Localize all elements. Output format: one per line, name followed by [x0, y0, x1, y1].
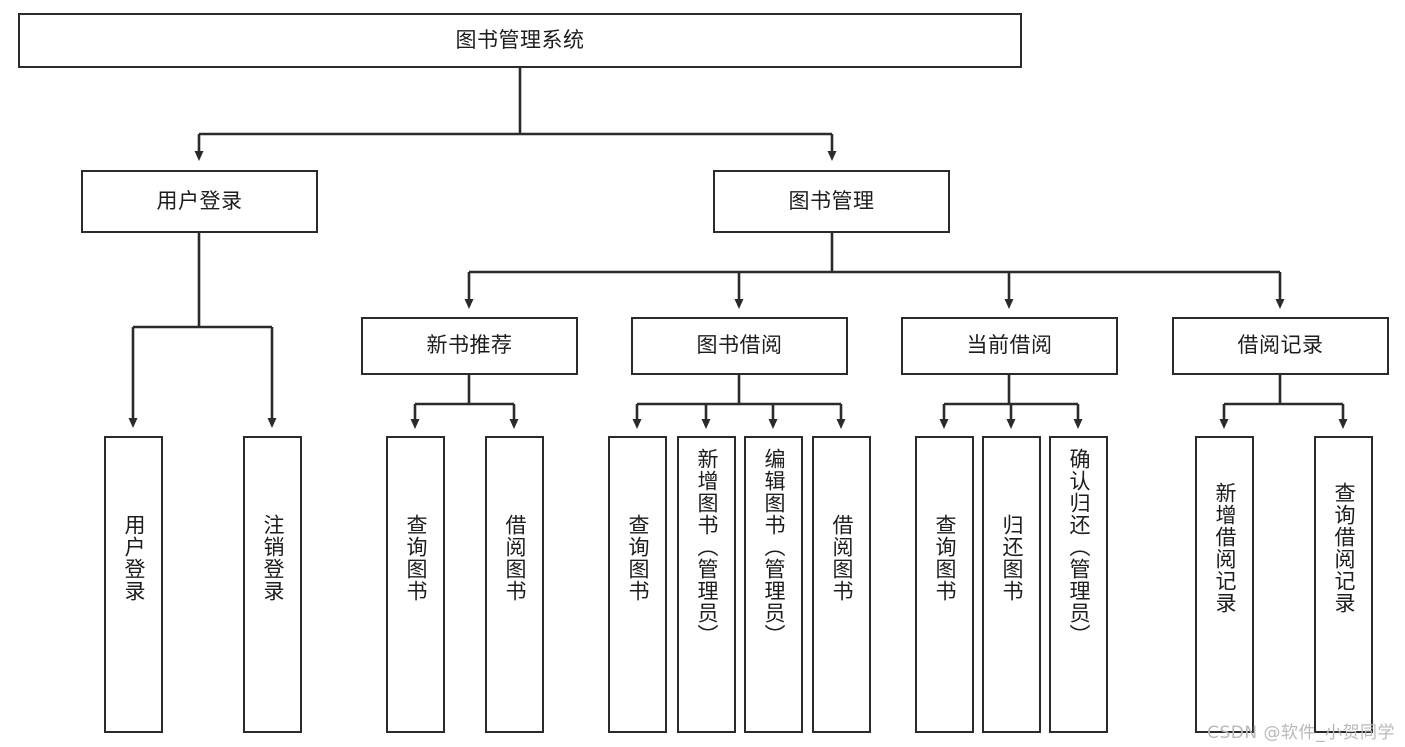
- node-leaf-query-book-2[interactable]: 查询图书: [608, 436, 667, 733]
- node-leaf-user-login-label: 用户登录: [121, 514, 146, 602]
- node-leaf-query-book-2-label: 查询图书: [625, 514, 650, 602]
- node-borrow-record-label: 借阅记录: [1237, 333, 1324, 358]
- node-book-borrow[interactable]: 图书借阅: [631, 317, 848, 375]
- node-leaf-user-logout-label: 注销登录: [260, 514, 285, 602]
- node-leaf-confirm-return[interactable]: 确认归还（管理员）: [1049, 436, 1108, 733]
- node-leaf-add-record[interactable]: 新增借阅记录: [1195, 436, 1254, 733]
- node-leaf-borrow-book-1[interactable]: 借阅图书: [485, 436, 544, 733]
- node-leaf-user-login[interactable]: 用户登录: [104, 436, 163, 733]
- node-leaf-confirm-return-label: 确认归还（管理员）: [1066, 448, 1091, 646]
- node-current-borrow[interactable]: 当前借阅: [901, 317, 1118, 375]
- node-leaf-borrow-book-2[interactable]: 借阅图书: [812, 436, 871, 733]
- node-leaf-query-record-label: 查询借阅记录: [1331, 482, 1356, 614]
- node-new-book-recommend-label: 新书推荐: [426, 333, 513, 358]
- node-leaf-borrow-book-2-label: 借阅图书: [829, 514, 854, 602]
- node-leaf-query-book-1[interactable]: 查询图书: [386, 436, 445, 733]
- node-leaf-return-book-label: 归还图书: [999, 514, 1024, 602]
- node-current-borrow-label: 当前借阅: [966, 333, 1053, 358]
- node-root-label: 图书管理系统: [455, 27, 585, 52]
- node-user-login[interactable]: 用户登录: [81, 170, 318, 233]
- node-leaf-user-logout[interactable]: 注销登录: [243, 436, 302, 733]
- node-book-manage[interactable]: 图书管理: [713, 170, 950, 233]
- node-book-manage-label: 图书管理: [788, 188, 875, 213]
- node-leaf-query-book-3-label: 查询图书: [932, 514, 957, 602]
- csdn-watermark: CSDN @软件_小贺同学: [1207, 723, 1395, 743]
- node-leaf-add-record-label: 新增借阅记录: [1212, 482, 1237, 614]
- node-book-borrow-label: 图书借阅: [696, 333, 783, 358]
- node-leaf-add-book[interactable]: 新增图书（管理员）: [677, 436, 736, 733]
- node-leaf-query-record[interactable]: 查询借阅记录: [1314, 436, 1373, 733]
- node-leaf-edit-book-label: 编辑图书（管理员）: [761, 448, 786, 646]
- node-leaf-return-book[interactable]: 归还图书: [982, 436, 1041, 733]
- node-leaf-borrow-book-1-label: 借阅图书: [502, 514, 527, 602]
- node-user-login-label: 用户登录: [156, 188, 243, 213]
- node-leaf-query-book-1-label: 查询图书: [403, 514, 428, 602]
- node-leaf-edit-book[interactable]: 编辑图书（管理员）: [744, 436, 803, 733]
- node-new-book-recommend[interactable]: 新书推荐: [361, 317, 578, 375]
- node-leaf-add-book-label: 新增图书（管理员）: [694, 448, 719, 646]
- node-borrow-record[interactable]: 借阅记录: [1172, 317, 1389, 375]
- node-leaf-query-book-3[interactable]: 查询图书: [915, 436, 974, 733]
- node-root[interactable]: 图书管理系统: [18, 13, 1022, 68]
